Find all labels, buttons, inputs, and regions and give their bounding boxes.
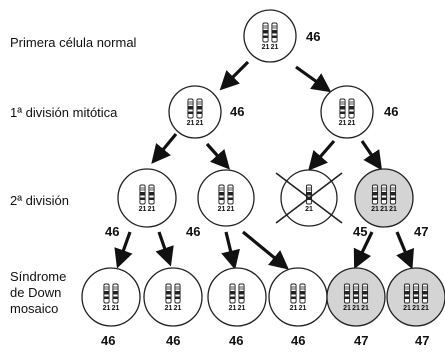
- arrow-d2a-m2: [155, 231, 174, 267]
- count-d2-c: 45: [353, 224, 368, 239]
- arrows-layer: [114, 60, 414, 270]
- count-root: 46: [306, 29, 321, 44]
- count-d2-a: 46: [105, 224, 120, 239]
- chromosome-21-label: 21: [165, 305, 173, 312]
- cross-line: [275, 172, 343, 224]
- chromosome-21-label: 21: [343, 305, 351, 312]
- chromosome-21-label: 21: [229, 305, 237, 312]
- arrow-d1l-b: [205, 142, 230, 170]
- label-second-division: 2ª división: [10, 193, 70, 208]
- chromosome-21-label: 21: [348, 120, 356, 127]
- chromosome-21-label: 21: [187, 120, 195, 127]
- arrow-d2d-m6: [395, 231, 414, 270]
- chromosome-21-label: 21: [339, 120, 347, 127]
- arrow-d2a-m1: [114, 231, 133, 269]
- arrow-root-left: [219, 60, 250, 91]
- chromosome-21-label: 21: [227, 206, 235, 213]
- count-mosaic-4: 46: [291, 333, 306, 348]
- count-d2-d: 47: [414, 224, 429, 239]
- chromosome-21-label: 21: [403, 305, 411, 312]
- count-d1-right: 46: [384, 104, 399, 119]
- chromosome-21-label: 21: [389, 206, 397, 213]
- chromosome-21-label: 21: [380, 206, 388, 213]
- count-mosaic-5: 47: [354, 333, 369, 348]
- chromosome-21-label: 21: [218, 206, 226, 213]
- label-first-cell: Primera célula normal: [10, 35, 137, 50]
- chromosome-21-label: 21: [290, 305, 298, 312]
- chromosome-21-label: 21: [174, 305, 182, 312]
- label-mosaic: Síndrome de Down mosaico: [10, 269, 67, 316]
- chromosome-21-label: 21: [299, 305, 307, 312]
- count-mosaic-1: 46: [101, 333, 116, 348]
- chromosome-21-label: 21: [412, 305, 420, 312]
- arrow-d1r-c: [308, 139, 336, 171]
- count-mosaic-6: 47: [415, 333, 430, 348]
- count-mosaic-2: 46: [166, 333, 181, 348]
- chromosome-21-label: 21: [139, 206, 147, 213]
- chromosome-21-label: 21: [271, 44, 279, 51]
- chromosome-21-label: 21: [196, 120, 204, 127]
- chromosome-21-label: 21: [103, 305, 111, 312]
- arrow-root-right: [295, 65, 332, 93]
- cell-d2-c: 21: [275, 169, 343, 227]
- arrow-d2d-m5: [353, 231, 374, 270]
- chromosome-21-label: 21: [262, 44, 270, 51]
- arrow-d2b-m4: [241, 230, 289, 270]
- count-d2-b: 46: [186, 224, 201, 239]
- arrow-d2b-m3: [221, 231, 240, 270]
- chromosome-21-label: 21: [421, 305, 429, 312]
- chromosome-21-label: 21: [305, 206, 313, 213]
- arrow-d1r-d: [360, 140, 383, 171]
- arrow-d1l-a: [151, 132, 178, 164]
- chromosome-21-label: 21: [112, 305, 120, 312]
- count-d1-left: 46: [230, 104, 245, 119]
- chromosome-21-label: 21: [361, 305, 369, 312]
- label-first-division: 1ª división mitótica: [10, 105, 118, 120]
- chromosome-21-label: 21: [238, 305, 246, 312]
- count-mosaic-3: 46: [229, 333, 244, 348]
- chromosome-21-label: 21: [148, 206, 156, 213]
- chromosome-21-label: 21: [352, 305, 360, 312]
- chromosome-21-label: 21: [371, 206, 379, 213]
